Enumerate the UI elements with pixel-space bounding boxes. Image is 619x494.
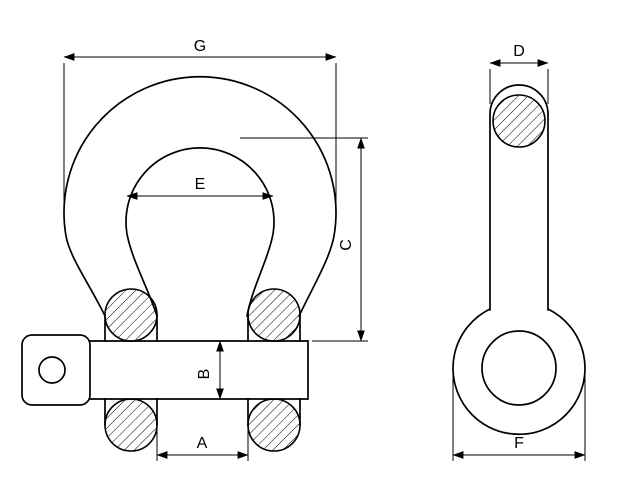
eye-hole	[481, 330, 557, 406]
dim-label-f: F	[514, 435, 524, 452]
right-ear-bottom-cross-section-hatch	[247, 398, 301, 452]
right-ear-top-cross-section-hatch	[247, 288, 301, 342]
pin-bolt-head	[21, 334, 91, 406]
shank-cross-section-hatch	[492, 94, 546, 148]
dimension-C: C	[240, 137, 368, 342]
left-ear-bottom-cross-section-hatch	[104, 398, 158, 452]
shank-top-cap	[489, 84, 549, 115]
dimension-D: D	[489, 43, 549, 104]
bow-outer-outline	[63, 75, 337, 317]
dimension-E: E	[126, 176, 274, 200]
dim-label-g: G	[194, 38, 206, 55]
eye-outer-outline	[452, 308, 586, 436]
bow-inner-outline	[125, 147, 275, 317]
dim-label-c: C	[338, 239, 355, 251]
pin-shaft-fill	[90, 342, 308, 398]
dimension-G: G	[63, 38, 337, 222]
dim-label-d: D	[513, 43, 525, 60]
dim-label-e: E	[195, 176, 206, 193]
side-view: D F	[452, 43, 586, 461]
pin-bolt-head-hole	[38, 356, 66, 384]
dimension-B: B	[196, 340, 224, 400]
dim-label-b: B	[196, 369, 213, 380]
dimension-A: A	[156, 427, 249, 461]
dimension-F: F	[452, 372, 586, 461]
left-ear-top-cross-section-hatch	[104, 288, 158, 342]
front-view: G E C B A	[21, 38, 368, 461]
dim-label-a: A	[197, 435, 208, 452]
